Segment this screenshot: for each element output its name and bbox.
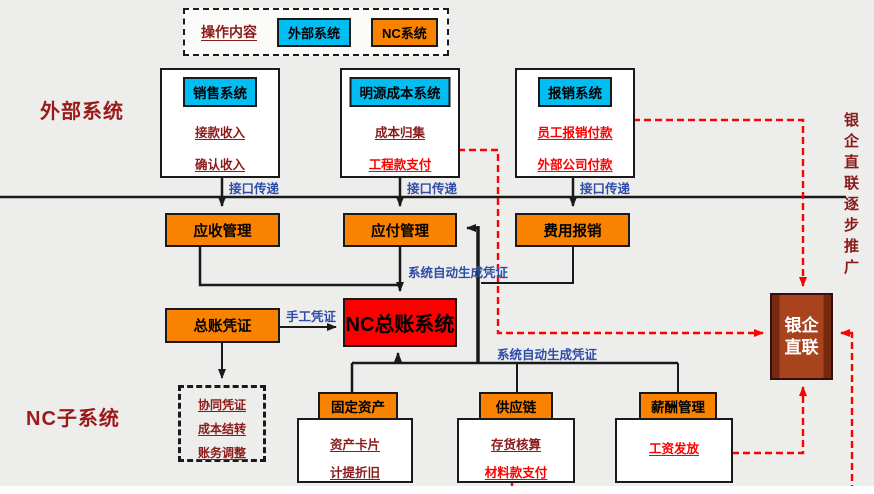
supply-chain-item-material-payment: 材料款支付 bbox=[484, 466, 548, 480]
adjust-item-cost-carryover: 成本结转 bbox=[197, 422, 246, 436]
manual-voucher-label: 手工凭证 bbox=[286, 310, 337, 324]
payroll-item-salary-payment: 工资发放 bbox=[648, 442, 699, 456]
red-line-project-payment-to-bank bbox=[458, 148, 764, 337]
mingyuan-cost-system-box: 明源成本系统 成本归集 工程款支付 bbox=[340, 68, 460, 178]
line-expense-to-junction bbox=[481, 247, 574, 284]
side-label-external-systems: 外部系统 bbox=[40, 101, 124, 123]
legend: 操作内容 外部系统 NC系统 bbox=[183, 8, 449, 56]
reimbursement-system-title: 报销系统 bbox=[538, 77, 612, 107]
payroll-tab: 薪酬管理 bbox=[639, 392, 717, 420]
legend-title: 操作内容 bbox=[201, 24, 257, 40]
reimburse-item-external-payment: 外部公司付款 bbox=[537, 158, 613, 172]
red-line-reimburse-payment-to-bank bbox=[633, 118, 807, 287]
bank-direct-link-line1: 银企 bbox=[784, 316, 819, 336]
bank-direct-link-box: 银企 直联 bbox=[770, 293, 833, 380]
payables-module: 应付管理 bbox=[343, 213, 457, 247]
sales-item-confirm-income: 确认收入 bbox=[194, 158, 245, 172]
auto-voucher-label-bottom: 系统自动生成凭证 bbox=[497, 348, 598, 362]
receivables-module: 应收管理 bbox=[165, 213, 280, 247]
supply-chain-item-inventory-accounting: 存货核算 bbox=[490, 438, 541, 452]
legend-nc-chip: NC系统 bbox=[371, 17, 438, 47]
fixed-assets-item-depreciation: 计提折旧 bbox=[329, 466, 380, 480]
legend-external-chip: 外部系统 bbox=[277, 17, 352, 47]
fixed-assets-tab: 固定资产 bbox=[318, 392, 398, 420]
interface-label-1: 接口传递 bbox=[229, 182, 280, 196]
interface-label-2: 接口传递 bbox=[407, 182, 458, 196]
bank-direct-link-side-note: 银企直联逐步推广 bbox=[842, 112, 859, 280]
auto-voucher-label-top: 系统自动生成凭证 bbox=[408, 266, 509, 280]
expense-module: 费用报销 bbox=[515, 213, 630, 247]
fixed-assets-box: 资产卡片 计提折旧 bbox=[297, 418, 413, 483]
supply-chain-tab: 供应链 bbox=[479, 392, 553, 420]
red-line-salary-to-bank bbox=[732, 386, 807, 455]
side-label-nc-subsystems: NC子系统 bbox=[26, 408, 120, 430]
mingyuan-item-cost-collection: 成本归集 bbox=[374, 126, 425, 140]
supply-chain-box: 存货核算 材料款支付 bbox=[457, 418, 575, 483]
interface-label-3: 接口传递 bbox=[580, 182, 631, 196]
gl-voucher-box: 总账凭证 bbox=[165, 308, 280, 343]
mingyuan-cost-system-title: 明源成本系统 bbox=[349, 77, 451, 107]
sales-system-title: 销售系统 bbox=[183, 77, 257, 107]
adjust-item-account-adjustment: 账务调整 bbox=[197, 446, 246, 460]
fixed-assets-item-asset-card: 资产卡片 bbox=[329, 438, 380, 452]
reimbursement-system-box: 报销系统 员工报销付款 外部公司付款 bbox=[515, 68, 635, 178]
adjustment-dashed-box: 协同凭证 成本结转 账务调整 bbox=[178, 385, 266, 462]
reimburse-item-employee-payment: 员工报销付款 bbox=[537, 126, 613, 140]
bottom-white-strip bbox=[0, 486, 874, 494]
bank-direct-link-line2: 直联 bbox=[784, 337, 819, 357]
payroll-box: 工资发放 bbox=[615, 418, 733, 483]
sales-system-box: 销售系统 接款收入 确认收入 bbox=[160, 68, 280, 178]
line-receivables-merge bbox=[198, 247, 398, 287]
adjust-item-collaborative-voucher: 协同凭证 bbox=[197, 398, 246, 412]
sales-item-receipt-income: 接款收入 bbox=[194, 126, 245, 140]
nc-general-ledger-box: NC总账系统 bbox=[343, 298, 457, 347]
mingyuan-item-project-payment: 工程款支付 bbox=[368, 158, 432, 172]
